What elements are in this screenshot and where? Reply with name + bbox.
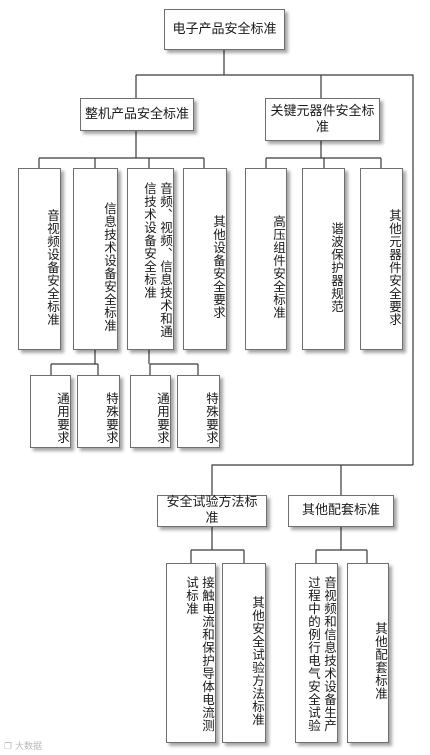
av-it-special-requirements-node: 特殊要求: [177, 375, 220, 448]
component-standards-label: 关键元器件安全标准: [270, 103, 375, 135]
product-standards-node: 整机产品安全标准: [80, 98, 194, 131]
root-label: 电子产品安全标准: [172, 21, 277, 37]
test-method-standards-label: 安全试验方法标准: [166, 495, 258, 526]
watermark-logo-icon: ❐: [4, 742, 15, 752]
other-component-requirements-label: 其他元器件安全要求: [387, 208, 402, 326]
touch-current-test-standard-label: 接触电流和保护导体电流测试标准: [184, 576, 215, 732]
hv-component-standard-label: 高压组件安全标准: [271, 215, 286, 319]
it-equipment-standard-label: 信息技术设备安全标准: [102, 202, 117, 332]
other-component-requirements-node: 其他元器件安全要求: [360, 168, 403, 350]
surge-protector-spec-node: 谐波保护器规范: [302, 168, 345, 350]
other-supporting-standard-node: 其他配套标准: [347, 563, 389, 743]
av-it-comm-standard-node: 音频、视频、信息技术和通信技术设备安全标准: [127, 168, 174, 350]
watermark-text: 大数据: [14, 742, 42, 752]
it-general-requirements-label: 通用要求: [55, 391, 70, 444]
product-standards-label: 整机产品安全标准: [85, 106, 190, 122]
component-standards-node: 关键元器件安全标准: [265, 98, 380, 141]
it-equipment-standard-node: 信息技术设备安全标准: [73, 168, 118, 350]
it-general-requirements-node: 通用要求: [30, 375, 71, 448]
other-equipment-requirements-node: 其他设备安全要求: [183, 168, 227, 350]
routine-electrical-safety-test-node: 音视频和信息技术设备生产过程中的例行电气安全试验: [295, 563, 338, 743]
av-it-general-requirements-node: 通用要求: [130, 375, 171, 448]
other-supporting-standards-node: 其他配套标准: [288, 495, 394, 527]
other-test-method-standard-node: 其他安全试验方法标准: [222, 563, 266, 743]
av-it-special-requirements-label: 特殊要求: [204, 391, 219, 444]
routine-electrical-safety-test-label: 音视频和信息技术设备生产过程中的例行电气安全试验: [306, 576, 337, 732]
root-node: 电子产品安全标准: [164, 9, 285, 50]
av-it-comm-standard-label: 音频、视频、信息技术和通信技术设备安全标准: [142, 182, 173, 338]
it-special-requirements-label: 特殊要求: [104, 391, 119, 444]
av-equipment-standard-label: 音视频设备安全标准: [45, 208, 60, 326]
it-special-requirements-node: 特殊要求: [77, 375, 120, 448]
watermark: ❐ 大数据: [4, 739, 42, 752]
other-supporting-standard-label: 其他配套标准: [373, 622, 388, 700]
hv-component-standard-node: 高压组件安全标准: [245, 168, 287, 350]
other-supporting-standards-label: 其他配套标准: [301, 503, 380, 518]
other-test-method-standard-label: 其他安全试验方法标准: [250, 596, 265, 726]
touch-current-test-standard-node: 接触电流和保护导体电流测试标准: [166, 563, 216, 743]
surge-protector-spec-label: 谐波保护器规范: [329, 221, 344, 313]
av-it-general-requirements-label: 通用要求: [155, 391, 170, 444]
other-equipment-requirements-label: 其他设备安全要求: [211, 215, 226, 319]
av-equipment-standard-node: 音视频设备安全标准: [18, 168, 61, 350]
test-method-standards-node: 安全试验方法标准: [157, 495, 267, 527]
